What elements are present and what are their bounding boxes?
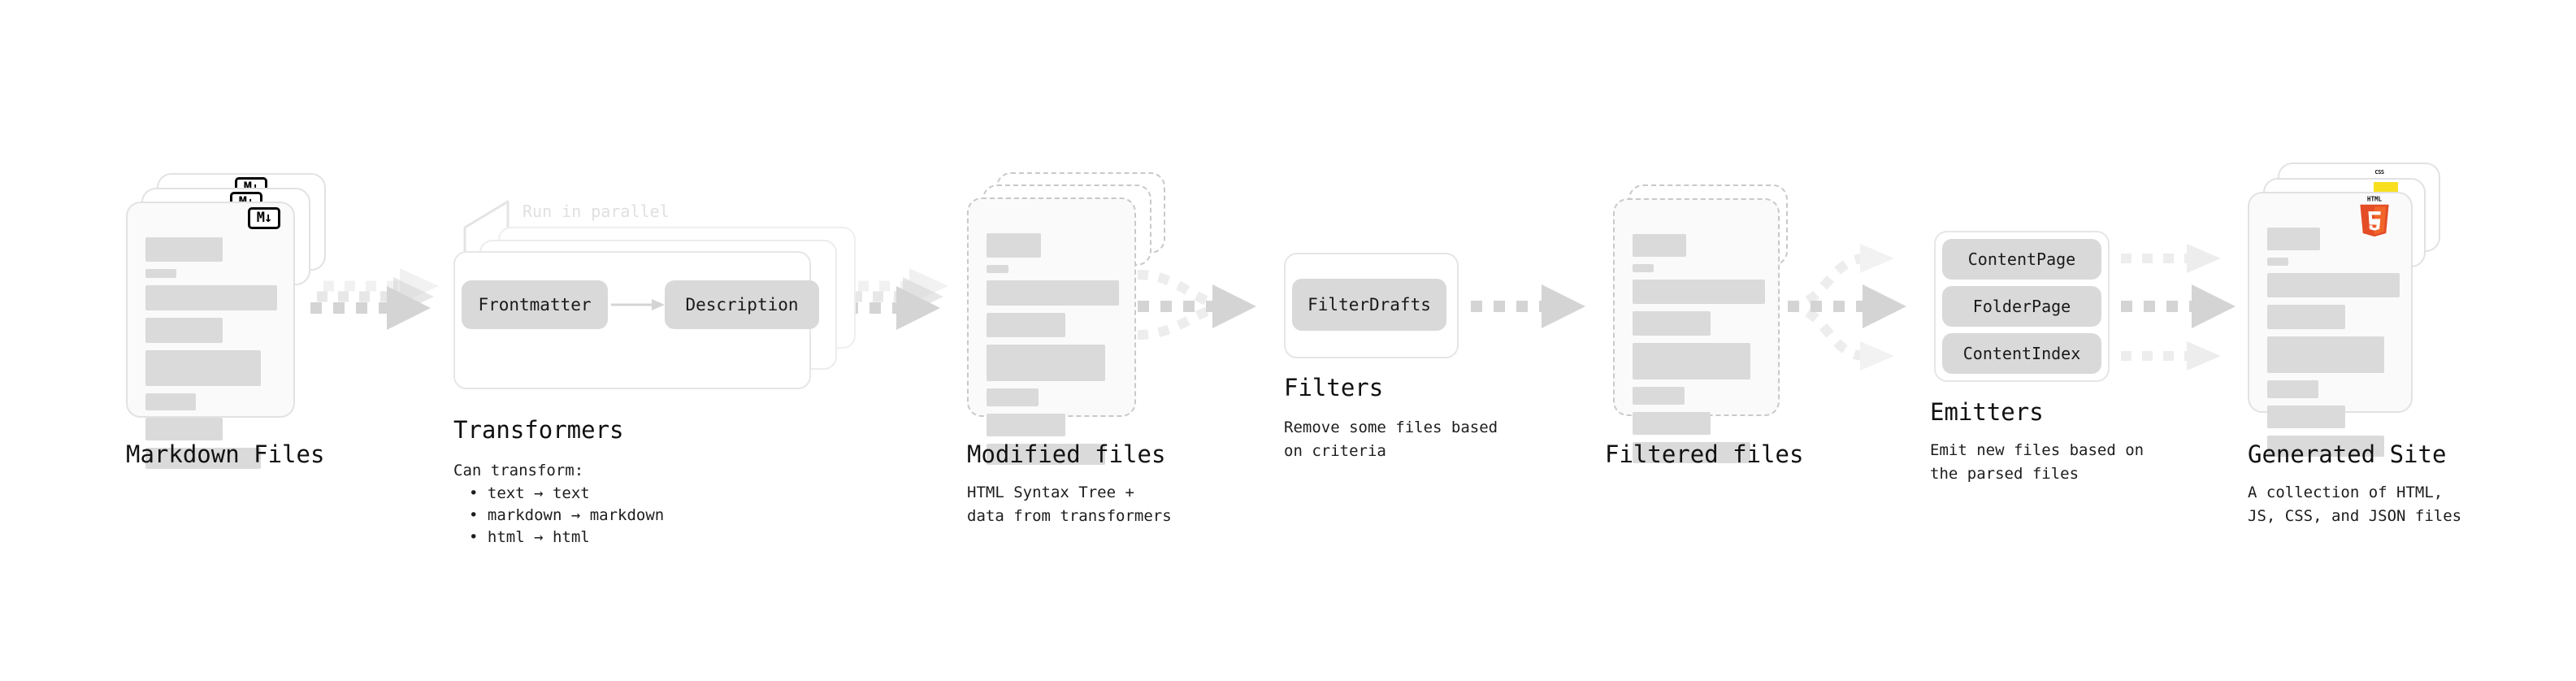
skeleton-line xyxy=(1633,442,1750,463)
skeleton-line xyxy=(145,393,196,410)
skeleton-line xyxy=(145,237,223,262)
skeleton-line xyxy=(2267,228,2320,250)
transformers-bullet-0: • text → text xyxy=(469,484,590,502)
generated-skeleton xyxy=(2267,228,2400,464)
html5-badge: HTML xyxy=(2357,195,2392,237)
transformers-pill-frontmatter[interactable]: Frontmatter xyxy=(462,280,608,329)
modified-skeleton xyxy=(987,233,1119,472)
generated-site-sub: A collection of HTML, JS, CSS, and JSON … xyxy=(2248,484,2462,525)
modified-files-heading: Modified files xyxy=(967,440,1166,468)
markdown-badge-front: M↓ xyxy=(248,207,280,229)
skeleton-line xyxy=(1633,234,1686,257)
filtered-files-heading: Filtered files xyxy=(1605,440,1804,468)
skeleton-line xyxy=(1633,387,1685,405)
skeleton-line xyxy=(145,269,176,278)
filtered-skeleton xyxy=(1633,234,1765,471)
modified-files-sub: HTML Syntax Tree + data from transformer… xyxy=(967,484,1172,525)
skeleton-line xyxy=(987,265,1008,273)
skeleton-line xyxy=(1633,280,1765,304)
run-in-parallel-note: Run in parallel xyxy=(523,202,670,221)
skeleton-line xyxy=(145,350,261,386)
skeleton-line xyxy=(987,444,1105,465)
arrow-emitters-to-site xyxy=(2121,244,2236,371)
skeleton-line xyxy=(2267,273,2400,297)
transformers-arrow-frontmatter-to-description xyxy=(611,299,665,310)
generated-site-heading: Generated Site xyxy=(2248,440,2447,468)
skeleton-line xyxy=(1633,264,1654,272)
arrow-markdown-to-transformers xyxy=(310,268,439,330)
skeleton-line xyxy=(987,233,1041,258)
skeleton-line xyxy=(2267,406,2345,428)
skeleton-line xyxy=(1633,343,1750,380)
skeleton-line xyxy=(987,388,1039,406)
arrow-filters-to-filtered xyxy=(1471,284,1585,328)
skeleton-line xyxy=(987,313,1065,337)
filters-heading: Filters xyxy=(1284,374,1384,401)
emitters-sub: Emit new files based on the parsed files xyxy=(1930,441,2144,483)
modified-card-front[interactable] xyxy=(967,197,1136,465)
skeleton-line xyxy=(987,280,1119,306)
transformers-pill-description[interactable]: Description xyxy=(665,280,819,329)
filtered-card-front[interactable] xyxy=(1613,198,1780,463)
transformers-heading: Transformers xyxy=(453,416,624,444)
markdown-files-heading: Markdown Files xyxy=(126,440,325,468)
emitters-pill-contentindex[interactable]: ContentIndex xyxy=(1942,333,2101,374)
filters-sub: Remove some files based on criteria xyxy=(1284,419,1498,460)
skeleton-line xyxy=(145,318,223,343)
emitters-pill-contentpage[interactable]: ContentPage xyxy=(1942,239,2101,280)
markdown-skeleton xyxy=(145,237,277,476)
skeleton-line xyxy=(2267,380,2318,398)
skeleton-line xyxy=(2267,436,2384,457)
skeleton-line xyxy=(2267,305,2345,329)
transformers-bullet-2: • html → html xyxy=(469,528,590,546)
filters-pill-filterdrafts[interactable]: FilterDrafts xyxy=(1292,279,1446,331)
markdown-card-front[interactable] xyxy=(126,202,295,469)
skeleton-line xyxy=(145,418,223,440)
transformers-bullet-1: • markdown → markdown xyxy=(469,506,665,524)
skeleton-line xyxy=(987,345,1105,381)
svg-text:HTML: HTML xyxy=(2367,196,2383,203)
skeleton-line xyxy=(1633,412,1711,435)
emitters-heading: Emitters xyxy=(1930,398,2044,426)
skeleton-line xyxy=(2267,258,2288,266)
skeleton-line xyxy=(145,285,277,310)
skeleton-line xyxy=(1633,311,1711,336)
arrow-filtered-to-emitters xyxy=(1787,244,1906,371)
emitters-pill-folderpage[interactable]: FolderPage xyxy=(1942,286,2101,327)
skeleton-line xyxy=(2267,336,2384,373)
arrow-modified-to-filters xyxy=(1137,270,1256,340)
skeleton-line xyxy=(987,414,1065,436)
transformers-sub: Can transform: xyxy=(453,462,584,479)
skeleton-line xyxy=(145,448,261,469)
